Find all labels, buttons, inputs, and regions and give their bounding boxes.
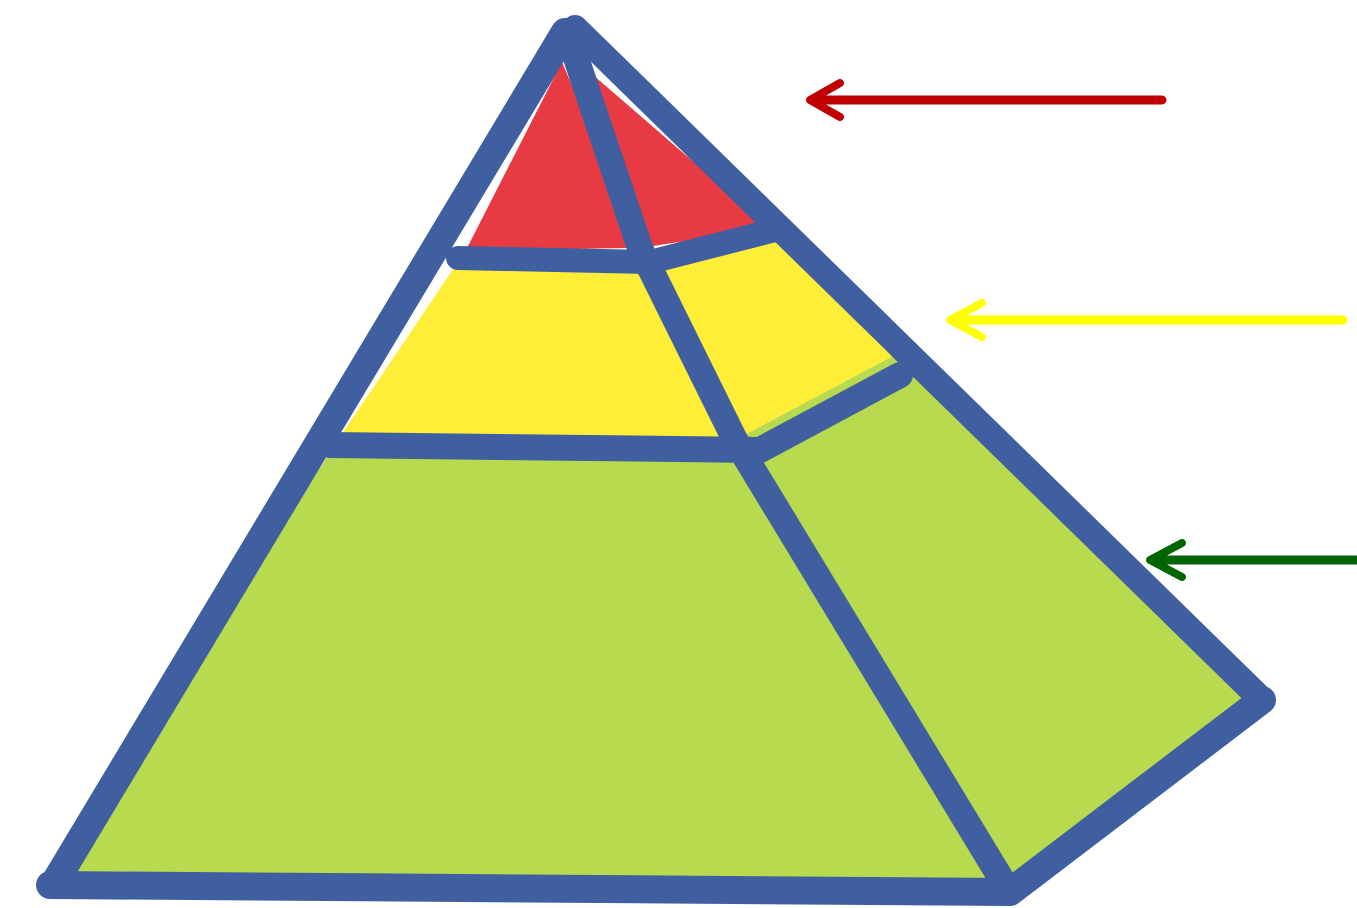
arrow-middle: [950, 303, 1343, 337]
arrow-bottom: [1150, 543, 1356, 577]
arrow-top: [810, 83, 1162, 117]
